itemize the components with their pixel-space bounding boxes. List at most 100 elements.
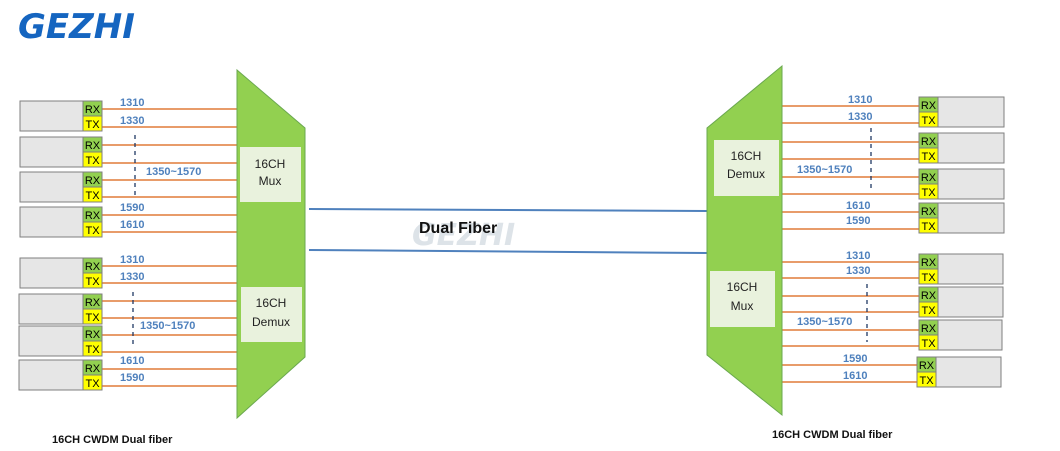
right-wavelength-label: 1350~1570 <box>797 164 852 176</box>
tx-label: TX <box>921 221 936 233</box>
rx-label: RX <box>921 172 937 184</box>
transceiver-module: RX TX <box>18 293 103 325</box>
left-channel-lines <box>100 108 237 387</box>
tx-label: TX <box>921 272 936 284</box>
tx-label: TX <box>921 305 936 317</box>
left-wavelength-label: 1330 <box>120 271 144 283</box>
transceiver-body <box>937 132 1005 164</box>
right-lower-box-line1: 16CH <box>727 280 758 294</box>
tx-label: TX <box>85 312 100 324</box>
left-wavelength-label: 1330 <box>120 115 144 127</box>
rx-label: RX <box>919 360 935 372</box>
right-wavelength-label: 1610 <box>843 370 867 382</box>
transceiver-body <box>937 168 1005 200</box>
rx-label: RX <box>85 210 101 222</box>
transceiver-module: RX TX <box>19 100 103 132</box>
gezhi-logo: GEZHI <box>18 7 135 47</box>
tx-label: TX <box>85 155 100 167</box>
transceiver-body <box>18 359 84 391</box>
fiber-line-bottom <box>308 249 708 254</box>
tx-port <box>918 111 939 128</box>
tx-port <box>918 301 939 318</box>
gezhi-watermark: GEZHI <box>412 218 515 253</box>
transceiver-module: RX TX <box>918 168 1005 200</box>
tx-port <box>918 334 939 351</box>
tx-label: TX <box>85 119 100 131</box>
left-wavelength-label: 1310 <box>120 254 144 266</box>
left-caption: 16CH CWDM Dual fiber <box>52 434 173 446</box>
right-wavelength-label: 1330 <box>846 265 870 277</box>
transceiver-body <box>18 325 84 357</box>
tx-port <box>82 272 103 289</box>
left-wavelength-label: 1610 <box>120 219 144 231</box>
rx-label: RX <box>85 363 101 375</box>
tx-port <box>82 115 103 132</box>
transceiver-body <box>937 202 1005 234</box>
right-caption: 16CH CWDM Dual fiber <box>772 429 893 441</box>
rx-label: RX <box>921 257 937 269</box>
tx-port <box>82 308 103 325</box>
left-upper-box-line2: Mux <box>259 174 282 188</box>
tx-port <box>918 268 939 285</box>
right-wavelength-label: 1590 <box>843 353 867 365</box>
right-mux-body <box>706 64 783 417</box>
left-wavelength-label: 1310 <box>120 97 144 109</box>
transceiver-body <box>19 257 84 289</box>
left-upper-box-line1: 16CH <box>255 157 286 171</box>
right-lower-box <box>710 271 775 327</box>
fiber-line-top <box>308 208 708 212</box>
tx-label: TX <box>85 344 100 356</box>
tx-label: TX <box>85 190 100 202</box>
right-channel-lines <box>782 105 919 383</box>
rx-label: RX <box>85 261 101 273</box>
left-lower-box-line2: Demux <box>252 315 290 329</box>
right-wavelength-label: 1310 <box>846 250 870 262</box>
tx-label: TX <box>921 151 936 163</box>
tx-label: TX <box>85 225 100 237</box>
tx-port <box>82 221 103 238</box>
left-wavelength-label: 1350~1570 <box>146 166 201 178</box>
tx-label: TX <box>921 187 936 199</box>
rx-label: RX <box>921 100 937 112</box>
tx-port <box>82 340 103 357</box>
left-wavelength-label: 1590 <box>120 372 144 384</box>
transceiver-module: RX TX <box>918 202 1005 234</box>
tx-port <box>918 217 939 234</box>
tx-port <box>918 183 939 200</box>
right-upper-box <box>714 140 779 196</box>
tx-port <box>82 151 103 168</box>
rx-label: RX <box>921 136 937 148</box>
left-lower-box <box>241 287 302 342</box>
fiber-lines <box>308 208 708 254</box>
transceiver-body <box>937 96 1005 128</box>
tx-port <box>916 371 937 388</box>
right-wavelength-label: 1590 <box>846 215 870 227</box>
transceiver-body <box>19 171 84 203</box>
rx-label: RX <box>85 104 101 116</box>
tx-label: TX <box>919 375 934 387</box>
dual-fiber-label: Dual Fiber <box>419 220 497 237</box>
transceiver-body <box>937 319 1003 351</box>
rx-label: RX <box>921 206 937 218</box>
rx-label: RX <box>921 323 937 335</box>
transceiver-body <box>19 100 84 132</box>
right-wavelength-label: 1610 <box>846 200 870 212</box>
tx-label: TX <box>921 115 936 127</box>
transceiver-body <box>19 206 84 238</box>
transceiver-body <box>937 286 1004 318</box>
left-lower-box-line1: 16CH <box>256 296 287 310</box>
tx-port <box>82 374 103 391</box>
right-wavelength-label: 1330 <box>848 111 872 123</box>
transceiver-body <box>937 253 1004 285</box>
rx-label: RX <box>85 297 101 309</box>
